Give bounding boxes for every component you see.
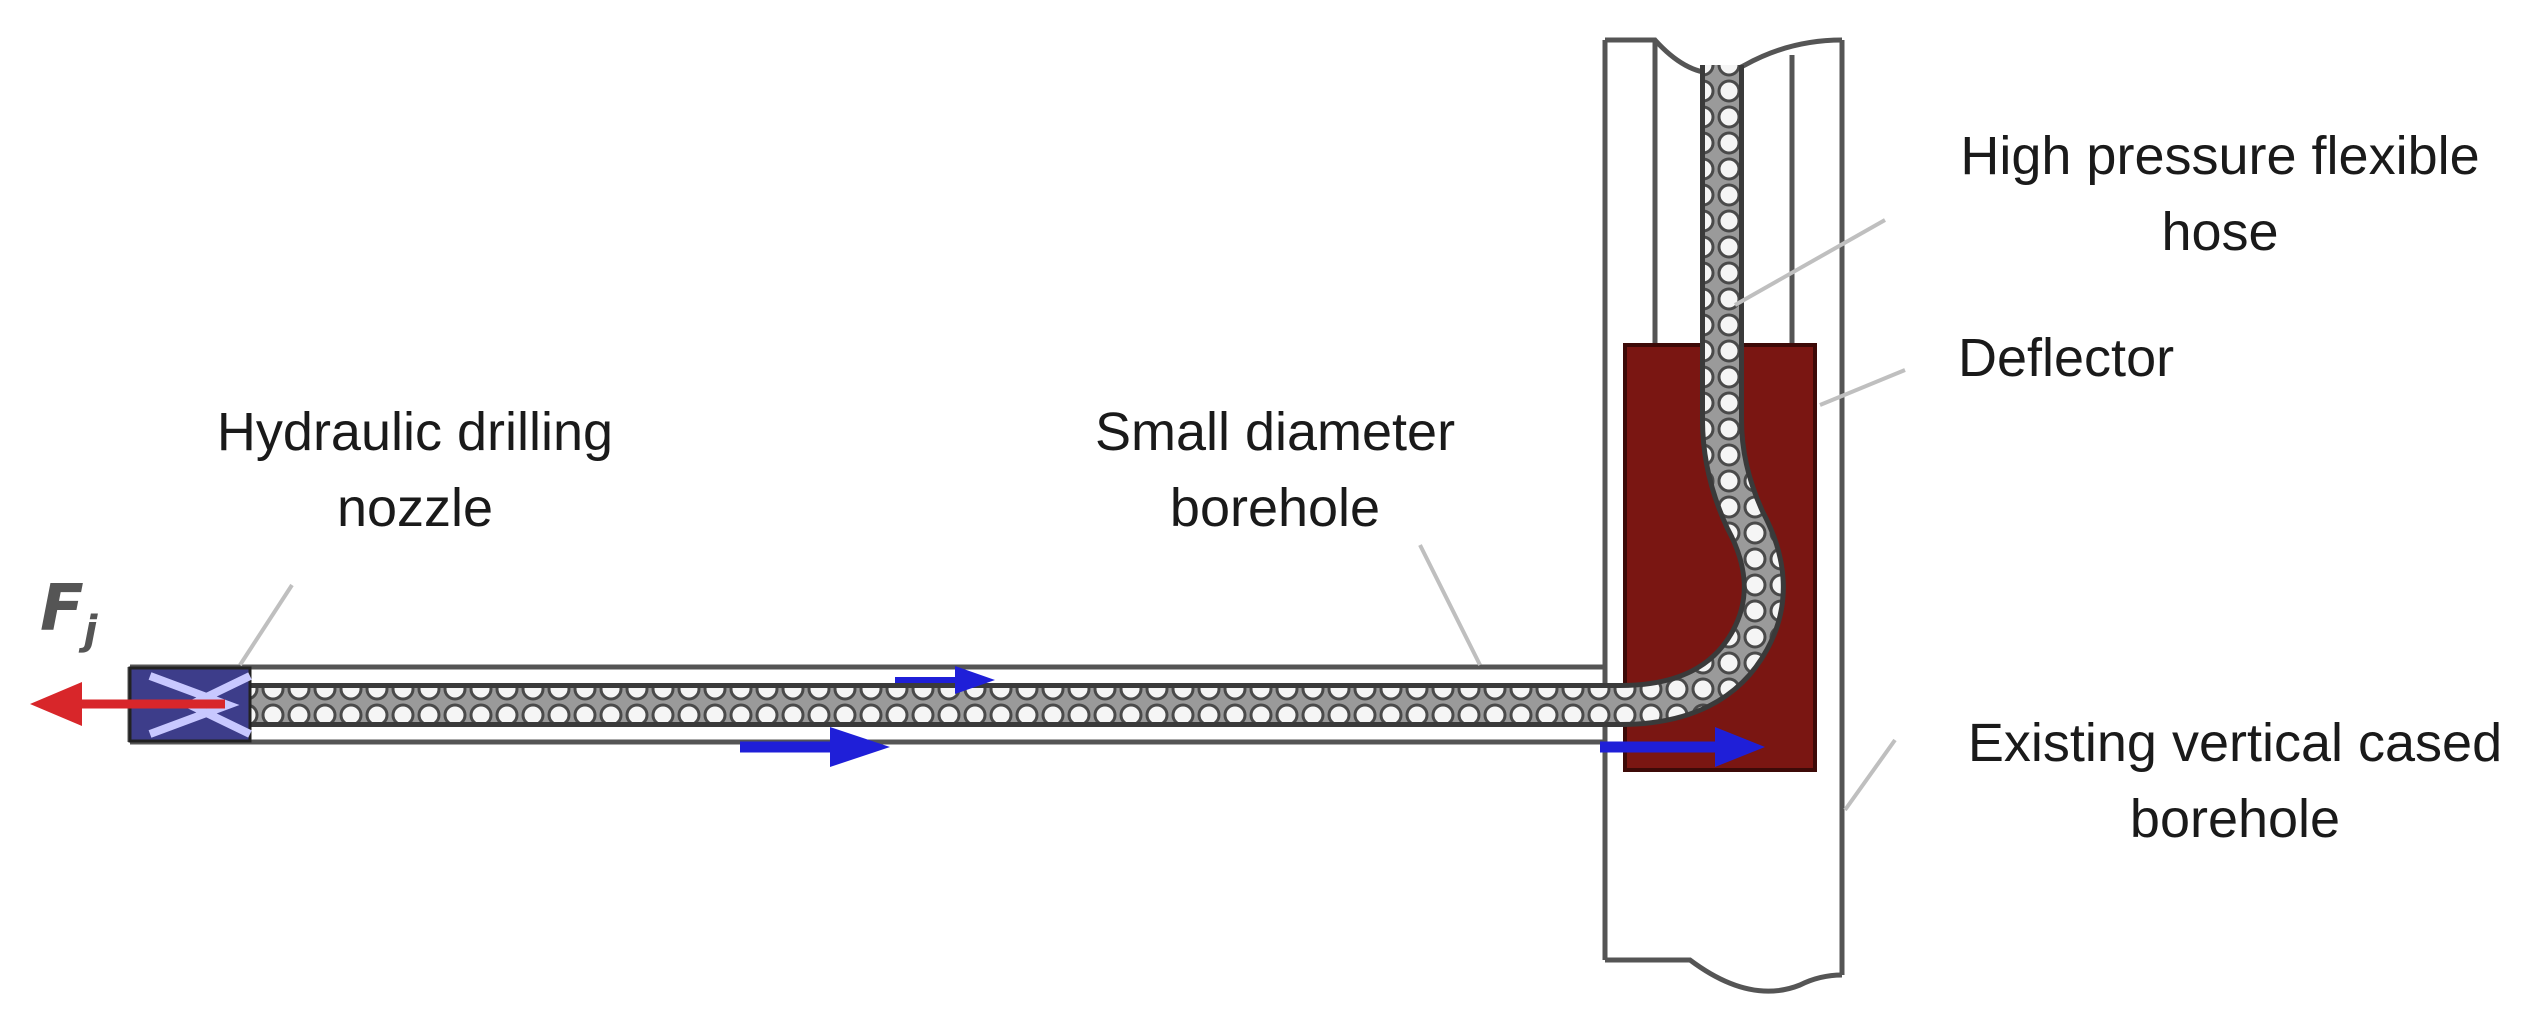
label-deflector: Deflector xyxy=(1958,320,2174,396)
force-symbol-letter: F xyxy=(40,572,84,646)
label-vertical-line-1: Existing vertical cased xyxy=(1967,713,2503,773)
leader-nozzle xyxy=(238,583,294,667)
vertical-borehole xyxy=(1602,37,1845,994)
label-hose-line-2: hose xyxy=(2161,202,2279,262)
label-vertical-line-2: borehole xyxy=(2129,789,2341,849)
vertical-borehole-bottom-break xyxy=(1605,957,1843,994)
flow-arrow-bottom xyxy=(740,727,890,767)
label-high-pressure-flexible-hose: High pressure flexible hose xyxy=(1925,118,2515,270)
flow-arrow-deflector xyxy=(1600,727,1765,767)
force-symbol: Fj xyxy=(40,572,97,654)
force-symbol-subscript: j xyxy=(83,607,98,654)
label-existing-vertical-cased-borehole: Existing vertical cased borehole xyxy=(1940,705,2530,857)
leader-lines xyxy=(238,218,1906,812)
high-pressure-hose xyxy=(202,65,1786,727)
nozzle-jet-left xyxy=(148,672,240,738)
leader-hose xyxy=(1734,218,1886,307)
flow-arrow-top xyxy=(895,666,995,694)
label-small-borehole-line-1: Small diameter xyxy=(1094,402,1456,462)
leader-deflector xyxy=(1819,368,1906,407)
leader-vertical-borehole xyxy=(1843,738,1897,812)
label-nozzle-line-2: nozzle xyxy=(336,478,494,538)
label-hose-line-1: High pressure flexible xyxy=(1960,126,2480,186)
leader-small-borehole xyxy=(1418,544,1482,666)
label-deflector-line-1: Deflector xyxy=(1958,328,2175,388)
high-pressure-hose-beads xyxy=(203,65,1781,722)
jet-force-arrow xyxy=(30,682,225,726)
label-small-diameter-borehole: Small diameter borehole xyxy=(1065,394,1485,546)
label-nozzle-line-1: Hydraulic drilling xyxy=(216,402,614,462)
label-small-borehole-line-2: borehole xyxy=(1169,478,1381,538)
label-hydraulic-drilling-nozzle: Hydraulic drilling nozzle xyxy=(190,394,640,546)
vertical-borehole-top-break xyxy=(1605,37,1843,76)
